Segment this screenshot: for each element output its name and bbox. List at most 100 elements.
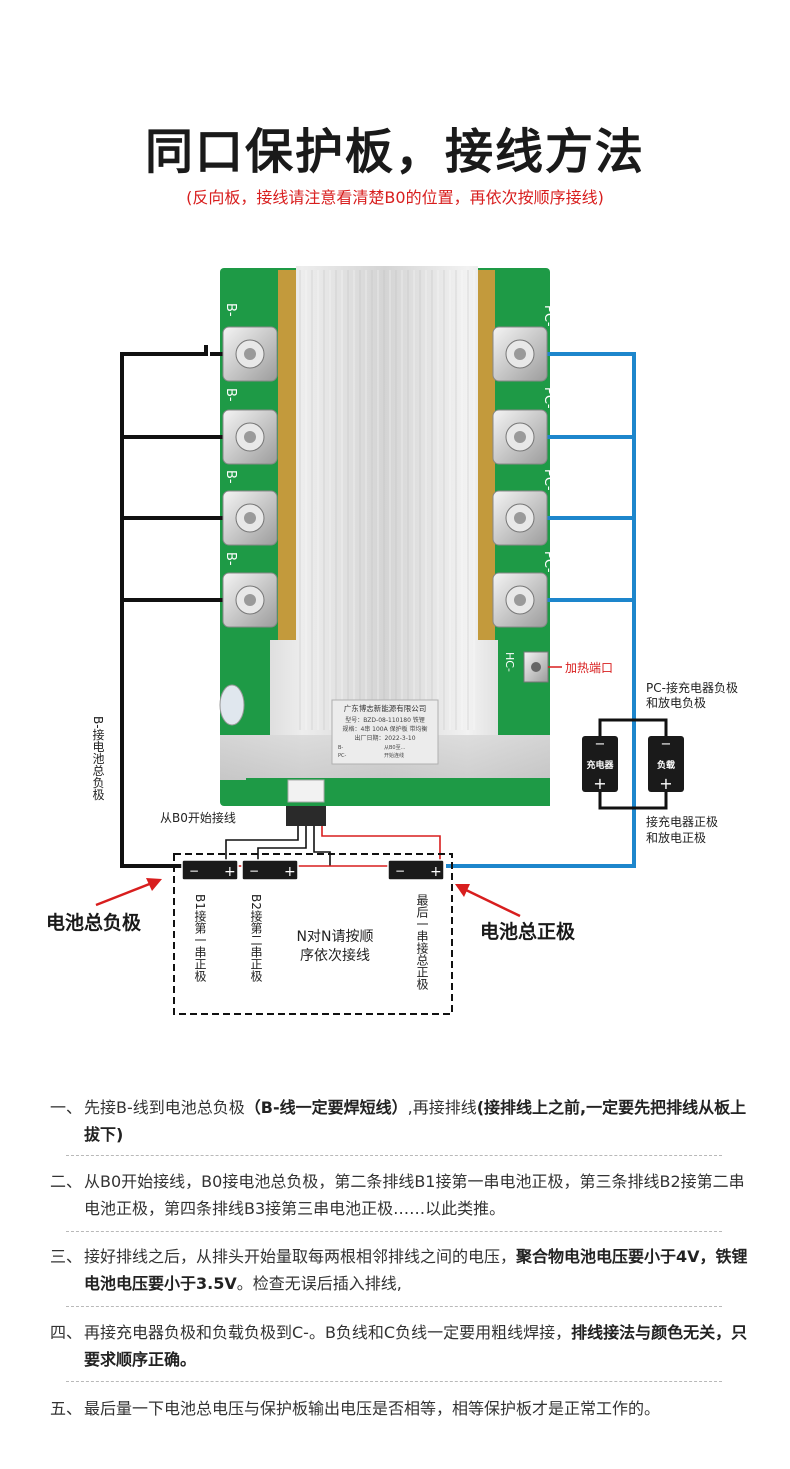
cell-2-minus: − <box>249 864 259 878</box>
step-4-segment: 排线接法与颜色无关，只要求顺序正确。 <box>84 1323 748 1369</box>
left-terminals <box>222 326 278 628</box>
connector-plug <box>286 806 326 826</box>
heatsink <box>220 266 550 806</box>
board-label-b1: B- <box>223 303 238 317</box>
board-label-b3: B- <box>223 470 238 484</box>
pc-note-line2: 和放电负极 <box>646 695 706 710</box>
step-1-segment: （B-线一定要焊短线） <box>244 1098 408 1117</box>
cell-2 <box>241 859 299 881</box>
page-title: 同口保护板，接线方法 <box>144 124 645 180</box>
step-1-segment: ,再接排线 <box>407 1098 477 1117</box>
cell-2-plus: + <box>284 864 296 880</box>
b-minus-terminal <box>222 490 278 546</box>
load-label: 负载 <box>657 759 675 771</box>
step-2: 二、 从B0开始接线，B0接电池总负极，第二条排线B1接第一串电池正极，第三条排… <box>50 1168 750 1222</box>
step-3-segment: 聚合物电池电压要小于4V，铁锂电池电压要小于3.5V <box>84 1247 748 1293</box>
board-label-pc4: PC- <box>541 551 556 573</box>
b1-label: B1接第一串正极 <box>193 894 207 982</box>
b2-label: B2接第二串正极 <box>249 894 263 982</box>
step-4-number: 四、 <box>50 1323 83 1342</box>
cell-1-minus: − <box>189 864 199 878</box>
arrow-total-negative <box>95 878 162 907</box>
step-2-number: 二、 <box>50 1172 83 1191</box>
plate-small-4: 开始连线 <box>384 752 404 759</box>
pos-note-line2: 和放电正极 <box>646 830 706 845</box>
load-plus: + <box>659 774 672 793</box>
divider-1 <box>66 1155 722 1156</box>
divider-3 <box>66 1306 722 1307</box>
b-minus-vertical-label: B-接电池总负极 <box>91 716 105 801</box>
pc-minus-terminal <box>492 409 548 465</box>
wiring-diagram: 广东博志新能源有限公司 型号：BZD-08-110180 铁锂 规格：4串 10… <box>46 266 738 1015</box>
step-1-segment: 先接B-线到电池总负极 <box>84 1098 245 1117</box>
arrow-total-positive <box>455 884 521 918</box>
start-b0-label: 从B0开始接线 <box>160 810 236 825</box>
step-5-segment: 最后量一下电池总电压与保护板输出电压是否相等，相等保护板才是正常工作的。 <box>84 1399 661 1418</box>
plate-small-1: B- <box>338 745 343 751</box>
total-negative-label: 电池总负极 <box>46 911 142 934</box>
n-to-n-line2: 序依次接线 <box>300 947 370 964</box>
plate-line-4: 出厂日期：2022-3-10 <box>354 734 415 742</box>
step-3-text: 接好排线之后，从排头开始量取每两根相邻排线之间的电压，聚合物电池电压要小于4V，… <box>50 1243 750 1297</box>
ntc-sensor <box>219 684 245 726</box>
step-4: 四、 再接充电器负极和负载负极到C-。B负线和C负线一定要用粗线焊接，排线接法与… <box>50 1319 750 1373</box>
step-3-number: 三、 <box>50 1247 83 1266</box>
brass-strip-left <box>278 270 298 640</box>
step-3-segment: 接好排线之后，从排头开始量取每两根相邻排线之间的电压， <box>84 1247 517 1266</box>
board-label-pc1: PC- <box>541 305 556 327</box>
charger-minus: − <box>595 737 606 752</box>
pc-minus-terminal <box>492 490 548 546</box>
page-subtitle: (反向板，接线请注意看清楚B0的位置，再依次按顺序接线) <box>186 188 604 207</box>
charger-plus: + <box>593 774 606 793</box>
cell-n-minus: − <box>395 864 405 878</box>
cell-1 <box>181 859 239 881</box>
balance-leads <box>225 826 441 867</box>
heatsink-texture <box>299 270 475 730</box>
step-1: 一、 先接B-线到电池总负极（B-线一定要焊短线）,再接排线(接排线上之前,一定… <box>50 1094 750 1148</box>
load-box <box>648 736 684 792</box>
cell-n <box>387 859 445 881</box>
divider-4 <box>66 1381 722 1382</box>
plate-small-3: 从B0至... <box>384 745 406 751</box>
cell-n-plus: + <box>430 864 442 880</box>
step-2-segment: 从B0开始接线，B0接电池总负极，第二条排线B1接第一串电池正极，第三条排线B2… <box>84 1172 745 1218</box>
b-minus-terminal <box>222 409 278 465</box>
b-minus-terminal <box>222 572 278 628</box>
last-cell-label: 最后一串接总正极 <box>415 894 429 990</box>
board-label-pc3: PC- <box>541 469 556 491</box>
step-1-number: 一、 <box>50 1098 83 1117</box>
pc-minus-terminal <box>492 572 548 628</box>
step-5-text: 最后量一下电池总电压与保护板输出电压是否相等，相等保护板才是正常工作的。 <box>50 1395 750 1422</box>
plate-small-2: PC- <box>338 753 347 759</box>
step-4-segment: 再接充电器负极和负载负极到C-。B负线和C负线一定要用粗线焊接， <box>84 1323 572 1342</box>
pc-minus-terminal <box>492 326 548 382</box>
step-5: 五、 最后量一下电池总电压与保护板输出电压是否相等，相等保护板才是正常工作的。 <box>50 1395 750 1422</box>
right-terminals <box>492 326 548 628</box>
board-label-pc2: PC- <box>541 387 556 409</box>
step-5-number: 五、 <box>50 1399 83 1418</box>
label-plate <box>331 699 439 765</box>
plate-line-1: 广东博志新能源有限公司 <box>344 703 427 713</box>
pos-note-line1: 接充电器正极 <box>646 814 718 829</box>
balance-connector <box>287 779 325 803</box>
step-3: 三、 接好排线之后，从排头开始量取每两根相邻排线之间的电压，聚合物电池电压要小于… <box>50 1243 750 1297</box>
plate-line-2: 型号：BZD-08-110180 铁锂 <box>345 716 425 724</box>
step-4-text: 再接充电器负极和负载负极到C-。B负线和C负线一定要用粗线焊接，排线接法与颜色无… <box>50 1319 750 1373</box>
b-minus-terminal <box>222 326 278 382</box>
brass-strip-right <box>475 270 495 640</box>
board-label-b2: B- <box>223 388 238 402</box>
divider-2 <box>66 1231 722 1232</box>
step-1-text: 先接B-线到电池总负极（B-线一定要焊短线）,再接排线(接排线上之前,一定要先把… <box>50 1094 750 1148</box>
heat-port-label: 加热端口 <box>565 661 613 675</box>
step-1-segment: (接排线上之前,一定要先把排线从板上拔下) <box>84 1098 747 1144</box>
step-2-text: 从B0开始接线，B0接电池总负极，第二条排线B1接第一串电池正极，第三条排线B2… <box>50 1168 750 1222</box>
heat-port-hole <box>531 662 541 672</box>
step-3-segment: 。检查无误后插入排线, <box>236 1274 402 1293</box>
battery-pack-outline <box>173 853 453 1015</box>
pc-note-line1: PC-接充电器负极 <box>646 680 738 695</box>
cell-1-plus: + <box>224 864 236 880</box>
plate-line-3: 规格：4串 100A 保护板 带均衡 <box>342 725 427 733</box>
total-positive-label: 电池总正极 <box>480 920 576 943</box>
board-label-hc: HC- <box>503 652 516 672</box>
n-to-n-line1: N对N请按顺 <box>297 929 374 945</box>
